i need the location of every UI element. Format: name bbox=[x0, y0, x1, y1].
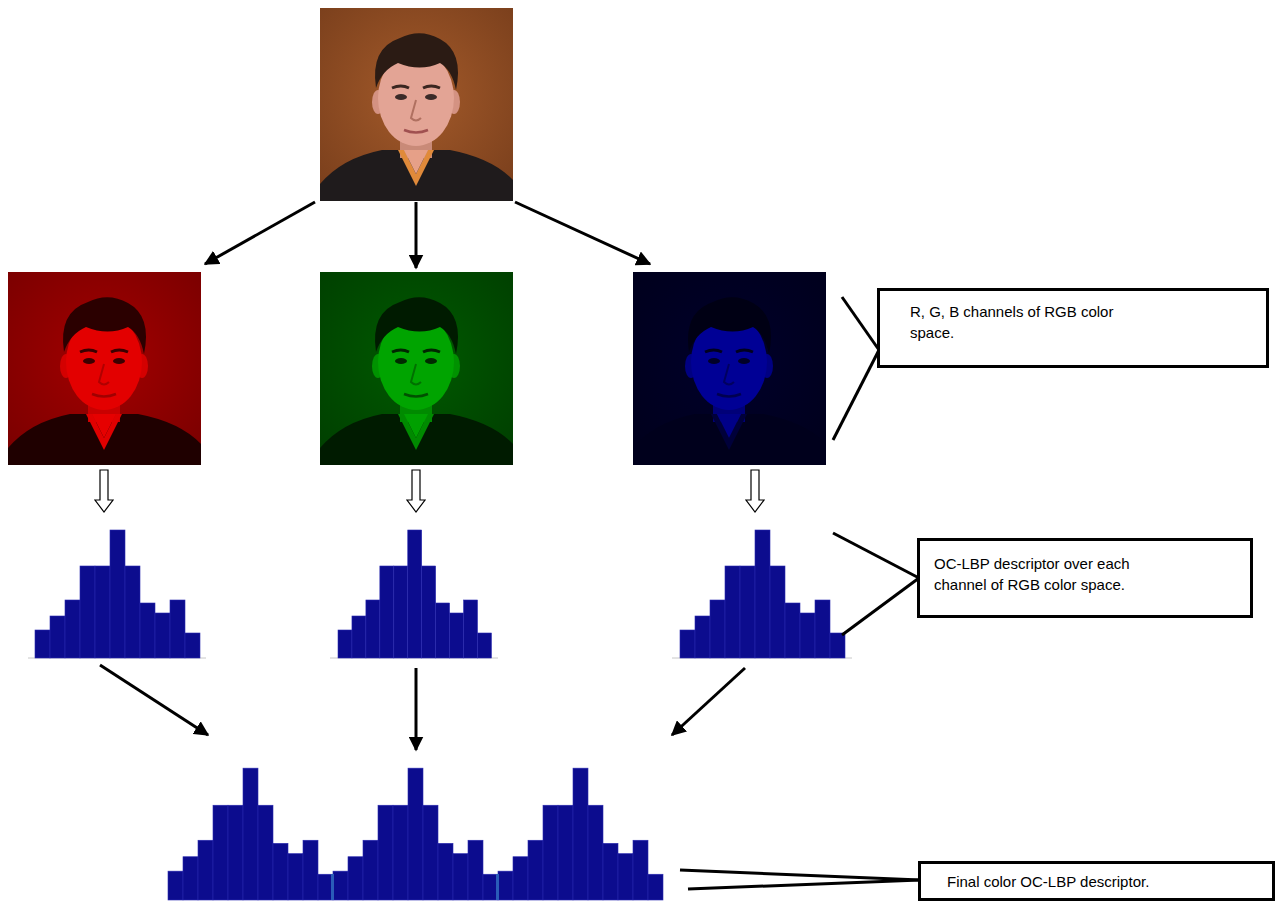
callout-box: OC-LBP descriptor over each channel of R… bbox=[917, 538, 1253, 618]
callout-text: R, G, B channels of RGB color space. bbox=[910, 301, 1140, 343]
leader-lines bbox=[680, 297, 920, 889]
red-channel bbox=[8, 272, 201, 465]
green-channel bbox=[320, 272, 513, 465]
callout-box: Final color OC-LBP descriptor. bbox=[918, 861, 1275, 901]
blue-channel bbox=[633, 272, 826, 465]
face-photo bbox=[320, 8, 513, 201]
final-histogram bbox=[168, 768, 663, 900]
channel-histograms bbox=[28, 530, 852, 658]
merge-arrows bbox=[100, 665, 745, 750]
split-arrows bbox=[205, 202, 650, 268]
callout-text: OC-LBP descriptor over each channel of R… bbox=[934, 553, 1169, 595]
callout-box: R, G, B channels of RGB color space. bbox=[877, 288, 1269, 368]
hollow-arrows bbox=[95, 470, 764, 512]
callout-text: Final color OC-LBP descriptor. bbox=[947, 871, 1149, 892]
